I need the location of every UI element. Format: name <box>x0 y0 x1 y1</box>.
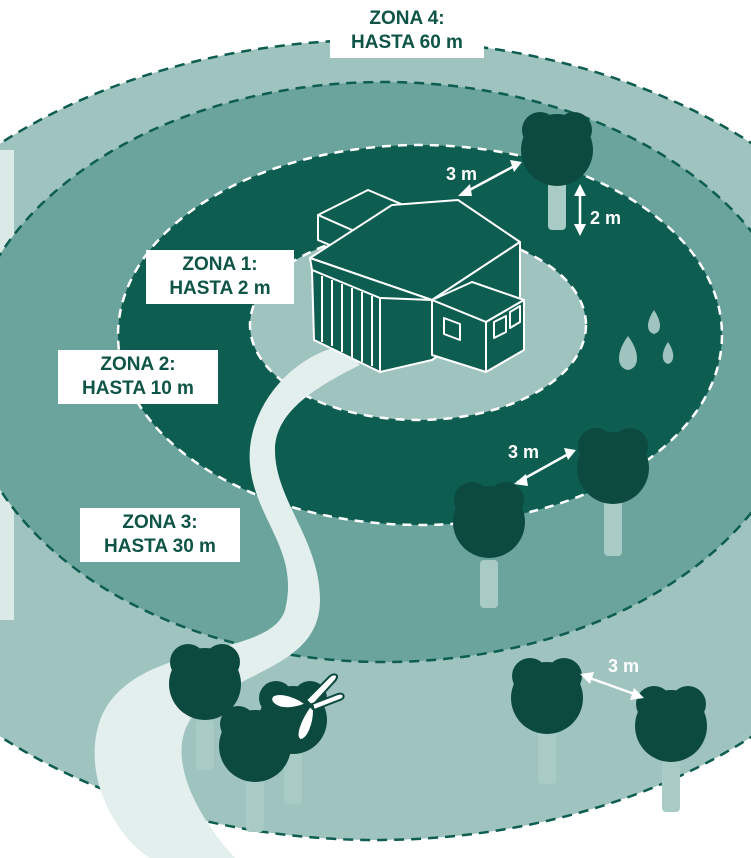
distance-arrows <box>458 160 644 700</box>
zone-2-distance: HASTA 10 m <box>82 378 194 399</box>
zone-1-distance: HASTA 2 m <box>169 278 271 299</box>
tree-icon <box>521 112 593 230</box>
zone-1-title: ZONA 1: <box>182 254 258 275</box>
tree-icon <box>511 658 583 784</box>
zone-4-distance: HASTA 60 m <box>351 32 463 53</box>
tree-icon <box>219 706 291 832</box>
water-drops-icon <box>619 310 674 370</box>
tree-icon <box>453 482 525 608</box>
pruning-shears-icon <box>270 673 345 742</box>
house-icon <box>309 189 525 373</box>
label-zone3-trees: 3 m <box>608 656 639 676</box>
label-branch-height: 2 m <box>590 208 621 228</box>
arrow-tree-house <box>460 162 520 196</box>
tree-icon <box>577 428 649 556</box>
label-tree-house: 3 m <box>446 164 477 184</box>
zone-4-label: ZONA 4: HASTA 60 m <box>330 4 484 58</box>
label-zone2-trees: 3 m <box>508 442 539 462</box>
path-icon <box>94 345 361 858</box>
zone-2-label: ZONA 2: HASTA 10 m <box>58 350 218 404</box>
zone-1-label: ZONA 1: HASTA 2 m <box>146 250 294 304</box>
tree-icon <box>635 686 707 812</box>
tree-icon <box>169 644 241 770</box>
zone-4-title: ZONA 4: <box>369 8 445 29</box>
zone-3-distance: HASTA 30 m <box>104 536 216 557</box>
arrow-zone3-trees <box>582 674 642 698</box>
arrow-zone2-trees <box>516 450 574 484</box>
zone-3-title: ZONA 3: <box>122 512 198 533</box>
zone-2-title: ZONA 2: <box>100 354 176 375</box>
zone-3-label: ZONA 3: HASTA 30 m <box>80 508 240 562</box>
